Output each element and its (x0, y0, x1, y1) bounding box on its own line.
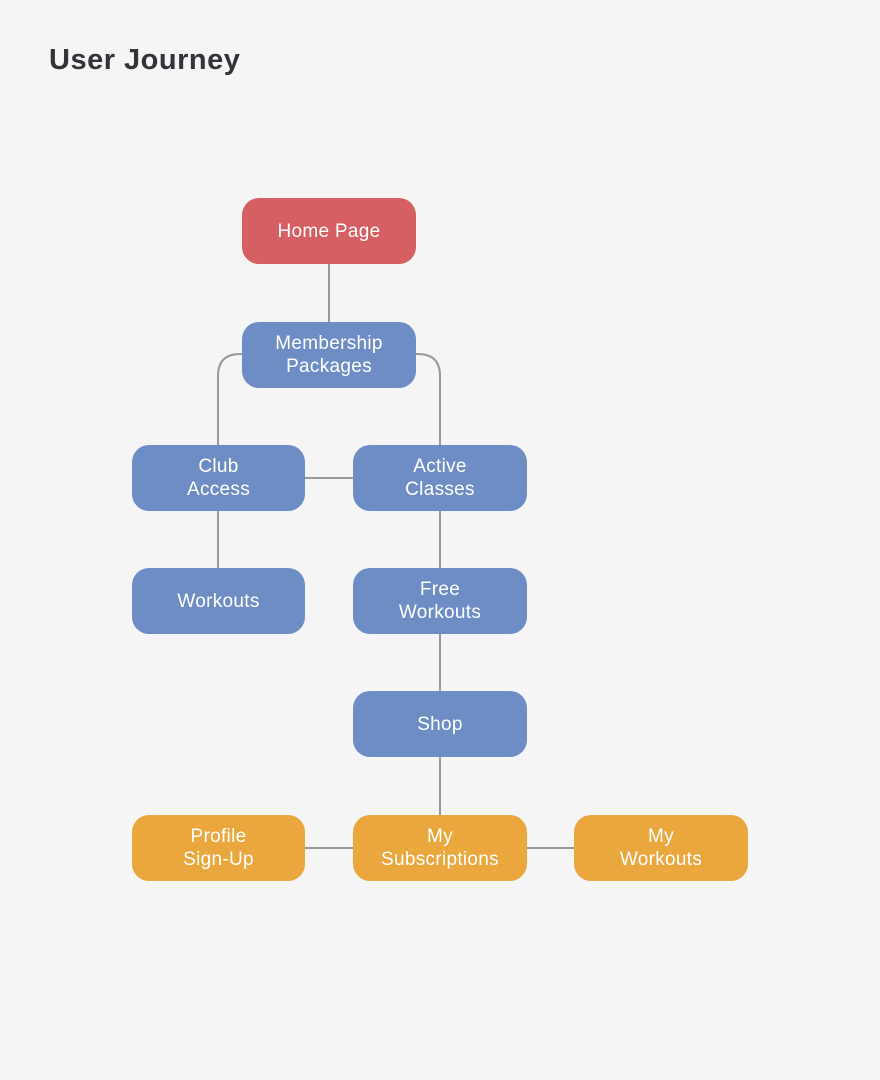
node-label: My Subscriptions (381, 826, 499, 870)
node-label: Profile Sign-Up (183, 826, 254, 870)
node-label: My Workouts (619, 826, 703, 870)
node-club-access[interactable]: Club Access (132, 445, 305, 511)
node-label: Home Page (277, 220, 381, 242)
node-workouts[interactable]: Workouts (132, 568, 305, 634)
node-membership-packages[interactable]: Membership Packages (242, 322, 416, 388)
node-label: Club Access (186, 456, 251, 500)
node-label: Active Classes (405, 456, 475, 500)
node-active-classes[interactable]: Active Classes (353, 445, 527, 511)
node-home-page[interactable]: Home Page (242, 198, 416, 264)
node-label: Shop (417, 713, 463, 735)
node-free-workouts[interactable]: Free Workouts (353, 568, 527, 634)
edge-membership-to-active-classes (416, 353, 441, 445)
page-title: User Journey (49, 44, 241, 76)
node-label: Membership Packages (275, 333, 383, 377)
node-shop[interactable]: Shop (353, 691, 527, 757)
edge-membership-to-club-access (217, 353, 242, 445)
node-label: Free Workouts (398, 579, 482, 623)
node-my-subscriptions[interactable]: My Subscriptions (353, 815, 527, 881)
node-label: Workouts (177, 590, 260, 612)
node-my-workouts[interactable]: My Workouts (574, 815, 748, 881)
node-profile-sign-up[interactable]: Profile Sign-Up (132, 815, 305, 881)
